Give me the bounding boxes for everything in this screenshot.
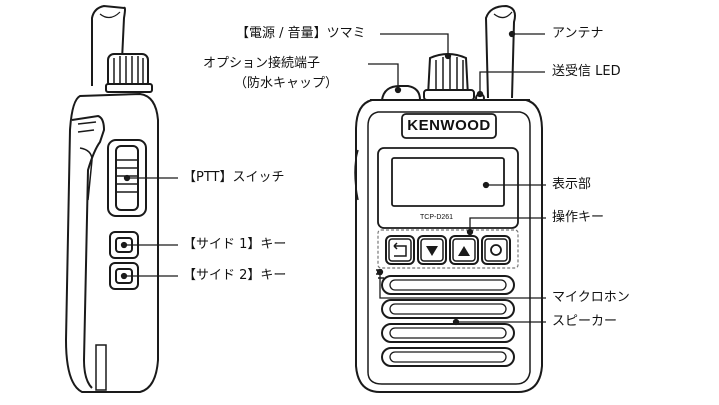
circle-key	[481, 235, 511, 265]
operation-key-area	[377, 229, 519, 269]
front-antenna	[484, 4, 516, 99]
up-key	[449, 235, 479, 265]
option-cap	[381, 85, 421, 101]
display-screen	[391, 157, 505, 207]
back-key	[385, 235, 415, 265]
label-microphone: マイクロホン	[552, 290, 630, 305]
down-key	[417, 235, 447, 265]
label-side1-key: 【サイド 1】キー	[183, 237, 287, 252]
label-side2-key: 【サイド 2】キー	[183, 268, 287, 283]
brand-plate	[401, 113, 497, 139]
back-arrow-icon	[393, 242, 407, 257]
brand-logo: KENWOOD	[407, 117, 491, 134]
model-name: TCP-D261	[420, 214, 454, 221]
front-knob	[423, 53, 475, 101]
label-operation-keys: 操作キー	[552, 210, 605, 225]
up-triangle-icon	[458, 246, 470, 256]
label-display: 表示部	[552, 177, 592, 192]
down-triangle-icon	[426, 246, 438, 256]
side-belt-clip	[71, 114, 106, 389]
label-option-connector: オプション接続端子	[203, 56, 321, 71]
side-knob	[105, 53, 153, 93]
label-power-volume-knob: 【電源 / 音量】ツマミ	[236, 26, 366, 41]
label-antenna: アンテナ	[552, 26, 604, 41]
speaker-grille	[381, 275, 515, 367]
circle-icon	[490, 244, 502, 256]
leader-lines	[120, 30, 546, 326]
side-antenna	[91, 4, 126, 89]
display-panel	[377, 147, 519, 229]
label-tx-rx-led: 送受信 LED	[552, 64, 621, 79]
label-ptt-switch: 【PTT】スイッチ	[183, 170, 285, 185]
front-view-radio	[354, 4, 543, 393]
side-view-radio	[64, 4, 159, 393]
label-waterproof-cap: （防水キャップ）	[234, 76, 339, 91]
label-speaker: スピーカー	[552, 314, 618, 329]
